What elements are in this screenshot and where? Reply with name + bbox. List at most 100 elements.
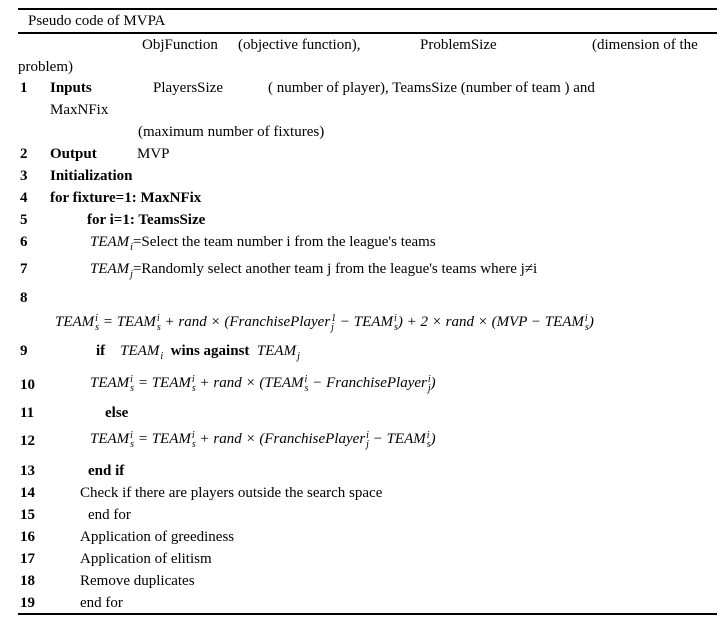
formula-symbol: TEAM: [264, 375, 304, 391]
formula-symbol: TEAM: [386, 431, 426, 447]
team-j-formula: TEAM j: [90, 261, 133, 279]
subscript: j: [427, 382, 431, 394]
formula-text: =: [99, 314, 117, 330]
end-for-inner: end for: [88, 507, 131, 523]
subscript: s: [191, 382, 196, 394]
subscript: j: [130, 268, 133, 280]
line-number: 16: [20, 529, 35, 545]
line-number: 11: [20, 405, 35, 421]
superscript: i: [584, 312, 588, 324]
formula-text: ) + 2 × rand × (MVP −: [397, 314, 545, 330]
line-number: 10: [20, 377, 35, 393]
line-number: 1: [20, 80, 28, 96]
top-rule: [18, 8, 717, 10]
formula-text: −: [368, 431, 387, 447]
superscript: i: [304, 373, 308, 385]
greediness: Application of greediness: [80, 529, 235, 545]
random-team-text: =Randomly select another team j from the…: [132, 261, 538, 277]
line-number: 14: [20, 485, 35, 501]
formula-symbol: TEAM: [151, 375, 191, 391]
formula-scripts: j: [297, 343, 300, 361]
superscript: i: [393, 312, 397, 324]
line-number: 12: [20, 433, 35, 449]
subscript: i: [160, 350, 164, 362]
objfunction: ObjFunction: [142, 37, 218, 53]
line-number: 9: [20, 343, 28, 359]
initialization: Initialization: [50, 168, 133, 184]
else-keyword: else: [105, 405, 129, 421]
formula-scripts: j: [130, 261, 133, 279]
formula-symbol: TEAM: [544, 314, 584, 330]
output-keyword: Output: [50, 146, 97, 162]
superscript: i: [426, 429, 430, 441]
playerssize: PlayersSize: [153, 80, 223, 96]
formula-symbol: TEAM: [55, 314, 95, 330]
problemsize-desc: (dimension of the: [592, 37, 698, 53]
formula-symbol: TEAM: [353, 314, 393, 330]
formula-symbol: TEAM: [90, 375, 130, 391]
maxnfix-desc: (maximum number of fixtures): [138, 124, 325, 140]
subscript: s: [393, 321, 398, 333]
superscript: i: [95, 312, 98, 324]
subscript: s: [95, 321, 100, 333]
team-i-formula: TEAM i: [90, 234, 133, 252]
formula-symbol: TEAM: [90, 234, 130, 250]
line-number: 18: [20, 573, 35, 589]
formula-scripts: i: [160, 343, 163, 361]
subscript: s: [130, 382, 135, 394]
if-keyword: if: [96, 343, 106, 359]
subscript: s: [304, 382, 309, 394]
formula-symbol: TEAM: [256, 343, 297, 359]
line-number: 5: [20, 212, 28, 228]
superscript: i: [366, 429, 369, 441]
subscript: j: [331, 321, 334, 333]
superscript: i: [427, 373, 431, 385]
subscript: j: [366, 438, 369, 450]
formula-text: + rand × (: [160, 314, 230, 330]
for-i: for i=1: TeamsSize: [87, 212, 206, 228]
subscript: s: [130, 438, 135, 450]
line-number: 7: [20, 261, 28, 277]
formula-text: =: [134, 375, 152, 391]
formula-symbol: FranchisePlayer: [326, 375, 427, 391]
subscript: j: [297, 350, 300, 362]
problemsize: ProblemSize: [420, 37, 497, 53]
output-value: MVP: [137, 146, 170, 162]
formula-text: + rand × (: [195, 431, 265, 447]
formula-symbol: TEAM: [116, 314, 156, 330]
formula-text: ): [430, 431, 436, 447]
end-if: end if: [88, 463, 125, 479]
formula-symbol: TEAM: [90, 261, 130, 277]
superscript: i: [156, 312, 160, 324]
superscript: i: [130, 429, 133, 441]
superscript: i: [130, 373, 133, 385]
line-number: 8: [20, 290, 28, 306]
formula-symbol: TEAM: [90, 431, 130, 447]
subscript: s: [426, 438, 431, 450]
subscript: s: [191, 438, 196, 450]
team-i-formula: TEAM i: [120, 343, 163, 361]
line-number: 15: [20, 507, 35, 523]
line-number: 13: [20, 463, 35, 479]
line-9: if TEAM i wins against TEAM j: [96, 342, 300, 361]
superscript: i: [191, 373, 195, 385]
line-number: 6: [20, 234, 28, 250]
formula-text: −: [308, 375, 327, 391]
formula-text: ): [430, 375, 436, 391]
formula-symbol: FranchisePlayer: [229, 314, 331, 330]
